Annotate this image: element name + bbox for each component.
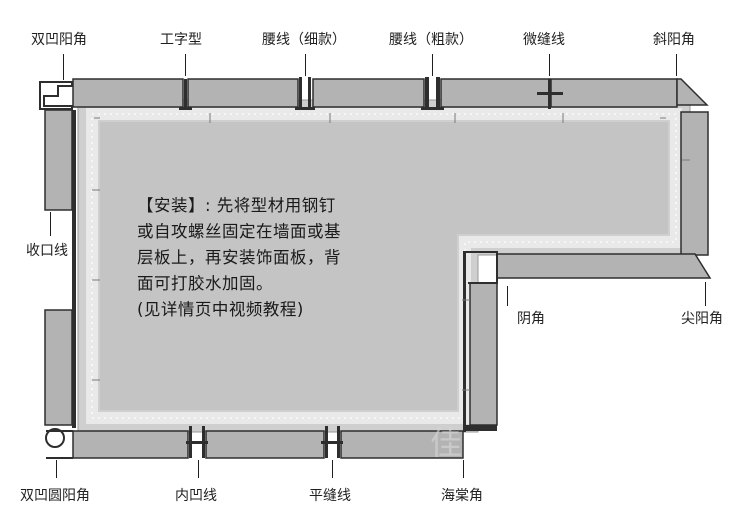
bottom-panel-2 bbox=[205, 430, 325, 459]
note-line-5: (见详情页中视频教程) bbox=[137, 300, 304, 319]
top-panel-5 bbox=[550, 78, 678, 108]
note-line-2: 或自攻螺丝固定在墙面或基 bbox=[137, 222, 341, 241]
leader-waist-thin bbox=[305, 54, 306, 76]
leader-double-concave bbox=[63, 54, 64, 80]
leader-inner-corner bbox=[507, 286, 508, 306]
beveled-corner-piece bbox=[676, 78, 709, 106]
note-line-4: 面可打胶水加固。 bbox=[137, 274, 273, 293]
leader-micro-seam bbox=[549, 54, 550, 76]
leader-edge-trim bbox=[50, 212, 51, 236]
top-panel-3 bbox=[312, 78, 425, 108]
i-profile-shape bbox=[184, 79, 187, 109]
label-micro-seam-line: 微缝线 bbox=[523, 32, 565, 48]
waist-thick-shape bbox=[425, 77, 429, 109]
begonia-corner-profile bbox=[463, 425, 497, 431]
left-panel-1 bbox=[44, 109, 73, 211]
leader-double-concave-round bbox=[56, 460, 57, 478]
double-concave-round-corner-shape bbox=[45, 428, 65, 448]
bottom-panel-3 bbox=[340, 430, 464, 459]
label-waist-line-thin: 腰线（细款） bbox=[262, 32, 346, 48]
label-double-concave-round-corner: 双凹圆阳角 bbox=[20, 488, 90, 504]
label-flat-seam-line: 平缝线 bbox=[309, 488, 351, 504]
label-beveled-corner: 斜阳角 bbox=[653, 32, 695, 48]
sharp-corner-piece bbox=[496, 253, 712, 279]
screw-marks bbox=[92, 113, 690, 391]
installation-note: 【安装】: 先将型材用钢钉 或自攻螺丝固定在墙面或基 层板上，再安装饰面板，背 … bbox=[137, 193, 397, 323]
leader-waist-thick bbox=[432, 54, 433, 76]
label-begonia-corner: 海棠角 bbox=[441, 488, 483, 504]
top-panels bbox=[72, 78, 709, 108]
label-double-concave-corner: 双凹阳角 bbox=[31, 32, 87, 48]
note-line-1: 【安装】: 先将型材用钢钉 bbox=[137, 196, 336, 215]
inner-panel-vertical bbox=[469, 282, 498, 426]
left-panel-2 bbox=[44, 309, 73, 426]
leader-sharp-corner bbox=[705, 282, 706, 306]
bottom-profiles bbox=[186, 426, 343, 458]
right-panel-upper bbox=[680, 111, 709, 256]
top-panel-2 bbox=[187, 78, 299, 108]
left-panels bbox=[44, 109, 76, 428]
board-border-dots bbox=[91, 113, 677, 419]
bottom-panels bbox=[45, 428, 464, 459]
right-panels bbox=[463, 111, 712, 432]
note-line-3: 层板上，再安装饰面板，背 bbox=[137, 248, 341, 267]
label-inner-corner: 阴角 bbox=[517, 311, 545, 327]
watermark: 佳 bbox=[430, 424, 473, 462]
waist-thin-shape bbox=[299, 77, 302, 109]
leader-beveled bbox=[676, 54, 677, 76]
label-inner-concave-line: 内凹线 bbox=[175, 488, 217, 504]
inner-corner-profile bbox=[463, 251, 498, 284]
double-concave-corner-shape bbox=[39, 81, 73, 110]
inner-field bbox=[100, 122, 668, 410]
label-i-profile: 工字型 bbox=[160, 32, 202, 48]
label-sharp-corner: 尖阳角 bbox=[681, 311, 723, 327]
leader-i-profile bbox=[185, 54, 186, 76]
label-waist-line-thick: 腰线（粗款） bbox=[389, 32, 473, 48]
top-panel-1 bbox=[72, 78, 184, 108]
top-profiles bbox=[39, 77, 563, 110]
edge-trim-profile bbox=[72, 110, 76, 428]
leader-begonia bbox=[463, 460, 464, 478]
top-panel-4 bbox=[440, 78, 551, 108]
label-edge-trim: 收口线 bbox=[26, 243, 68, 259]
leader-inner-concave bbox=[198, 460, 199, 478]
bottom-panel-1 bbox=[72, 430, 189, 459]
leader-flat-seam bbox=[332, 460, 333, 478]
